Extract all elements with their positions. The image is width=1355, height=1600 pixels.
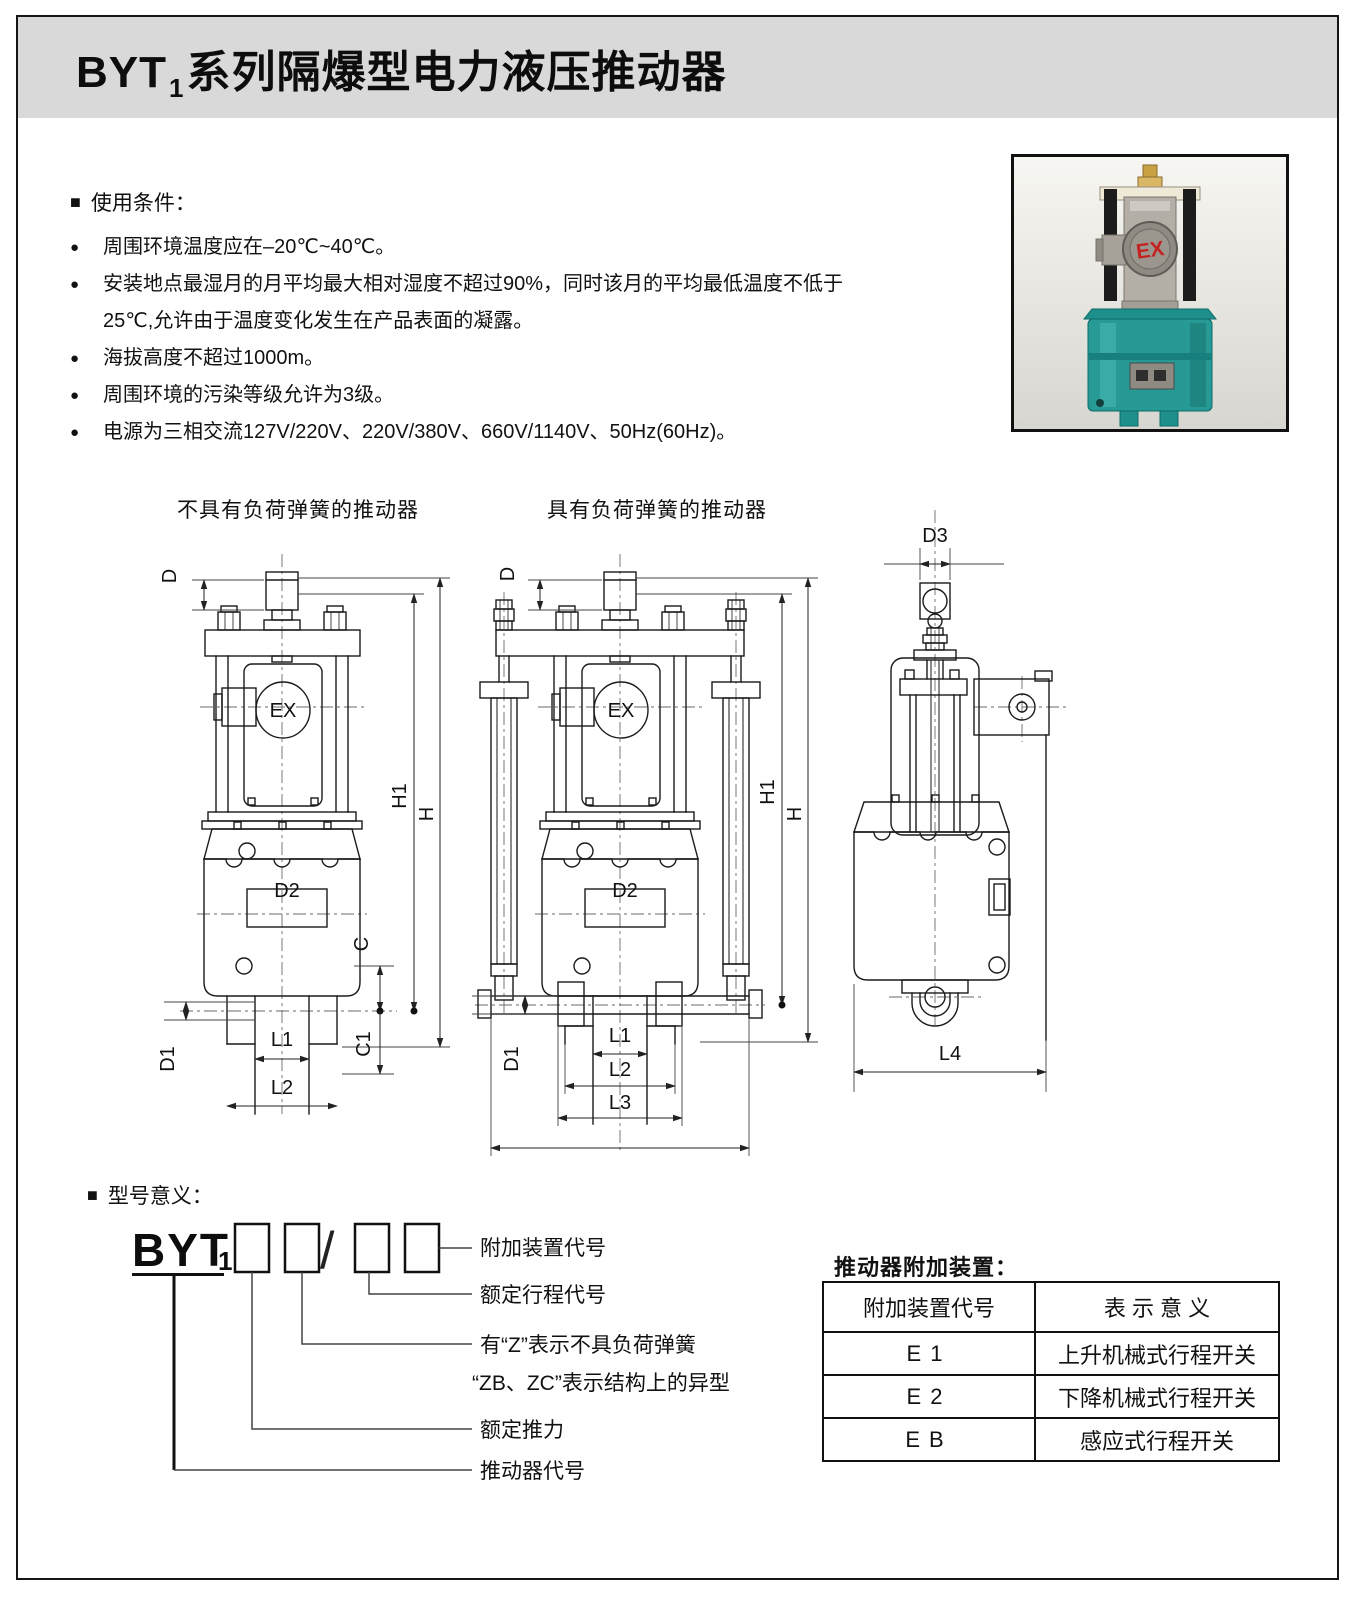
title-prefix: BYT [76, 47, 167, 97]
condition-item: ● 周围环境的污染等级允许为3级。 [70, 377, 885, 414]
dim-label-h: H [784, 807, 806, 821]
callout-accessory-code: 附加装置代号 [480, 1237, 606, 1260]
dim-label-l3: L3 [609, 1092, 631, 1114]
cell-code: EB [822, 1417, 1036, 1462]
bullet-icon: ● [70, 387, 80, 404]
dim-label-d1: D1 [501, 1046, 523, 1072]
dim-label-h1: H1 [757, 779, 779, 805]
model-code-box-2 [283, 1222, 321, 1274]
dim-label-d: D [159, 569, 181, 583]
drawing-with-spring: D EX D2 H1 H D1 L1 L2 L3 [472, 554, 818, 1156]
dim-label-d3: D3 [922, 525, 948, 547]
accessories-title: 推动器附加装置： [834, 1255, 1019, 1280]
conditions-list: ● 周围环境温度应在–20℃~40℃。 ● 安装地点最湿月的月平均最大相对湿度不超过… [70, 229, 885, 451]
condition-text: 周围环境的污染等级允许为3级。 [103, 384, 395, 406]
callout-rated-force: 额定推力 [480, 1419, 564, 1442]
cell-code: E1 [822, 1331, 1036, 1376]
cell-meaning: 感应式行程开关 [1034, 1417, 1280, 1462]
ex-label: EX [270, 700, 297, 722]
model-meaning-heading: ■ 型号意义： [87, 1180, 213, 1210]
model-code-box-1 [233, 1222, 271, 1274]
dim-label-l1: L1 [609, 1025, 631, 1047]
condition-text: 电源为三相交流127V/220V、220V/380V、660V/1140V、50… [103, 421, 737, 443]
table-row: E2 下降机械式行程开关 [822, 1374, 1280, 1419]
dim-label-d2: D2 [274, 880, 300, 902]
callout-zb-zc-note: “ZB、ZC”表示结构上的异型 [472, 1372, 730, 1395]
page-frame: BYT1系列隔爆型电力液压推动器 ■ 使用条件： ●周围环境温度应在–20℃~4… [16, 15, 1339, 1580]
header-meaning: 表 示 意 义 [1034, 1281, 1280, 1333]
conditions-heading: ■ 使用条件： [70, 187, 885, 217]
table-row: E1 上升机械式行程开关 [822, 1331, 1280, 1376]
dim-label-h1: H1 [389, 783, 411, 809]
bullet-icon: ● [70, 350, 80, 367]
bullet-icon: ● [70, 239, 80, 256]
dim-label-l2: L2 [271, 1077, 293, 1099]
condition-item: ● 安装地点最湿月的月平均最大相对湿度不超过90%，同时该月的平均最低温度不低于2… [70, 266, 885, 340]
callout-z-note: 有“Z”表示不具负荷弹簧 [480, 1334, 696, 1357]
cell-meaning: 下降机械式行程开关 [1034, 1374, 1280, 1419]
condition-item: ● 电源为三相交流127V/220V、220V/380V、660V/1140V、5… [70, 414, 885, 451]
product-photo: EX [1011, 154, 1289, 432]
callout-line [301, 1272, 472, 1345]
callout-line [368, 1272, 472, 1295]
dim-label-h: H [416, 807, 438, 821]
caption-spring: 具有负荷弹簧的推动器 [547, 499, 767, 522]
condition-text: 海拔高度不超过1000m。 [103, 347, 325, 369]
model-code-subscript: 1 [218, 1246, 232, 1276]
dim-label-l1: L1 [271, 1029, 293, 1051]
table-row: EB 感应式行程开关 [822, 1417, 1280, 1462]
model-meaning-heading-text: 型号意义： [107, 1185, 213, 1208]
section-marker-icon: ■ [87, 1185, 98, 1205]
photo-ex-label: EX [1135, 237, 1166, 264]
dim-label-c: C [351, 937, 373, 951]
drawing-side-view: D3 L4 [853, 510, 1066, 1092]
conditions-heading-text: 使用条件： [90, 192, 196, 215]
model-code-diagram: BYT 1 / 附加装置代号 额定行程代号 有“Z”表示不具负荷弹簧 “ZB、Z… [132, 1222, 730, 1483]
dim-label-l2: L2 [609, 1059, 631, 1081]
ex-label: EX [608, 700, 635, 722]
caption-no-spring: 不具有负荷弹簧的推动器 [177, 499, 419, 522]
condition-item: ● 周围环境温度应在–20℃~40℃。 [70, 229, 885, 266]
condition-item: ● 海拔高度不超过1000m。 [70, 340, 885, 377]
condition-text: 安装地点最湿月的月平均最大相对湿度不超过90%，同时该月的平均最低温度不低于25… [103, 273, 844, 332]
callout-thruster-code: 推动器代号 [480, 1460, 585, 1483]
usage-conditions-section: ■ 使用条件： ● 周围环境温度应在–20℃~40℃。 ● 安装地点最湿月的月平均最… [70, 187, 885, 451]
callout-line [251, 1272, 472, 1430]
dim-label-l4: L4 [939, 1043, 961, 1065]
title-suffix: 系列隔爆型电力液压推动器 [186, 47, 727, 97]
dim-label-d1: D1 [157, 1046, 179, 1072]
page-title: BYT1系列隔爆型电力液压推动器 [76, 36, 727, 103]
header-accessory-code: 附加装置代号 [822, 1281, 1036, 1333]
drawing-no-spring: D EX D2 H1 H C C1 D1 L1 L2 [157, 554, 450, 1115]
dim-label-d: D [497, 567, 519, 581]
model-code-box-3 [353, 1222, 391, 1274]
dim-label-c1: C1 [353, 1031, 375, 1057]
title-band: BYT1系列隔爆型电力液压推动器 [18, 17, 1337, 118]
cell-code: E2 [822, 1374, 1036, 1419]
model-code-box-4 [403, 1222, 441, 1274]
model-code-prefix: BYT [132, 1224, 230, 1276]
bullet-icon: ● [70, 276, 80, 293]
model-code-slash: / [320, 1222, 335, 1280]
dim-label-d2: D2 [612, 880, 638, 902]
bullet-icon: ● [70, 424, 80, 441]
section-marker-icon: ■ [70, 192, 81, 212]
condition-text: 周围环境温度应在–20℃~40℃。 [103, 236, 396, 258]
cell-meaning: 上升机械式行程开关 [1034, 1331, 1280, 1376]
table-header-row: 附加装置代号 表 示 意 义 [822, 1281, 1280, 1333]
product-photo-illustration: EX [1014, 157, 1286, 429]
callout-stroke-code: 额定行程代号 [480, 1284, 606, 1307]
title-subscript: 1 [169, 72, 185, 103]
accessories-table: 附加装置代号 表 示 意 义 E1 上升机械式行程开关 E2 下降机械式行程开关… [822, 1281, 1280, 1462]
